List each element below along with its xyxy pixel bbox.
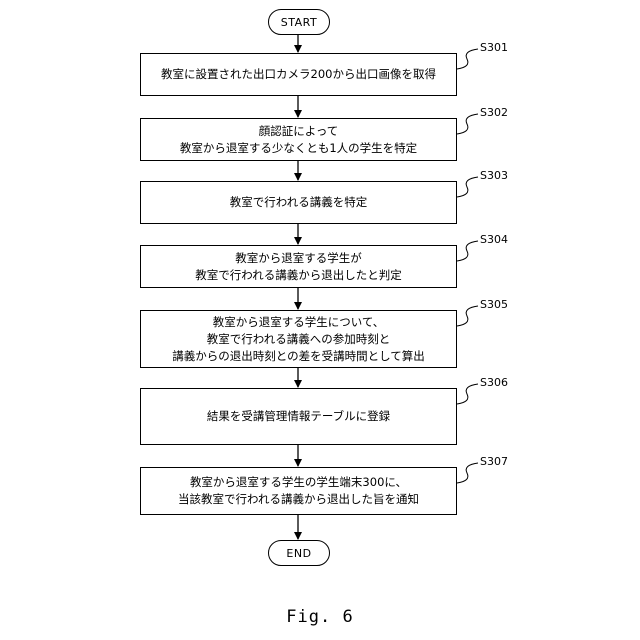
- step-s302-line-2: 教室から退室する少なくとも1人の学生を特定: [180, 140, 417, 157]
- step-s306-line-1: 結果を受講管理情報テーブルに登録: [207, 408, 390, 425]
- step-label-s304: S304: [480, 233, 508, 246]
- label-leader-3: [457, 177, 478, 197]
- label-leader-4: [457, 241, 478, 261]
- step-s302-line-1: 顔認証によって: [259, 123, 339, 140]
- step-label-s303: S303: [480, 169, 508, 182]
- step-s307-line-1: 教室から退室する学生の学生端末300に、: [190, 474, 407, 491]
- label-leader-7: [457, 463, 478, 483]
- step-s304: 教室から退室する学生が 教室で行われる講義から退出したと判定: [140, 245, 457, 288]
- step-label-s306: S306: [480, 376, 508, 389]
- step-s305: 教室から退室する学生について、 教室で行われる講義への参加時刻と 講義からの退出…: [140, 310, 457, 368]
- step-s303-line-1: 教室で行われる講義を特定: [230, 194, 367, 211]
- step-s307-line-2: 当該教室で行われる講義から退出した旨を通知: [178, 491, 419, 508]
- label-leader-2: [457, 114, 478, 134]
- step-s305-line-1: 教室から退室する学生について、: [213, 314, 385, 331]
- step-label-s307: S307: [480, 455, 508, 468]
- step-label-s301: S301: [480, 41, 508, 54]
- step-label-s302: S302: [480, 106, 508, 119]
- step-s301: 教室に設置された出口カメラ200から出口画像を取得: [140, 53, 457, 96]
- step-s302: 顔認証によって 教室から退室する少なくとも1人の学生を特定: [140, 118, 457, 161]
- figure-caption: Fig. 6: [0, 607, 640, 627]
- step-s303: 教室で行われる講義を特定: [140, 181, 457, 224]
- end-terminal: END: [268, 540, 330, 566]
- step-s304-line-1: 教室から退室する学生が: [235, 250, 362, 267]
- start-terminal: START: [268, 9, 330, 35]
- step-s305-line-3: 講義からの退出時刻との差を受講時間として算出: [172, 348, 425, 365]
- step-s304-line-2: 教室で行われる講義から退出したと判定: [195, 267, 401, 284]
- step-s301-line-1: 教室に設置された出口カメラ200から出口画像を取得: [161, 66, 436, 83]
- step-s306: 結果を受講管理情報テーブルに登録: [140, 388, 457, 445]
- step-s305-line-2: 教室で行われる講義への参加時刻と: [207, 331, 390, 348]
- step-label-s305: S305: [480, 298, 508, 311]
- label-leader-1: [457, 49, 478, 69]
- label-leader-5: [457, 306, 478, 326]
- label-leader-6: [457, 384, 478, 404]
- step-s307: 教室から退室する学生の学生端末300に、 当該教室で行われる講義から退出した旨を…: [140, 467, 457, 515]
